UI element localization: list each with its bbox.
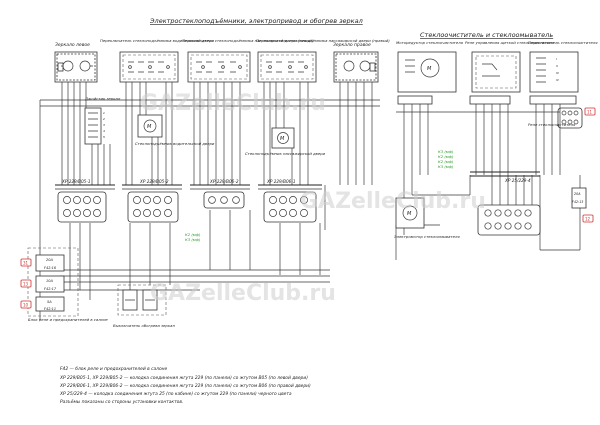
connector-c2 xyxy=(127,191,179,223)
wiper-relay-small: Реле стеклоочистителя xyxy=(528,122,576,127)
right-terminal-strips xyxy=(397,95,583,129)
watermark-2: GAZelleClub.ru xyxy=(300,189,486,214)
wiper-relay: Реле управления щеткой стеклоочистителя xyxy=(465,40,554,93)
svg-text:2: 2 xyxy=(103,117,105,121)
connector-c3 xyxy=(203,191,245,209)
svg-text:10: 10 xyxy=(23,303,29,308)
svg-text:1: 1 xyxy=(103,111,105,115)
relay-block-label: Блок реле и предохранителей в салоне xyxy=(28,317,108,322)
svg-text:3: 3 xyxy=(103,123,105,127)
connector-c5-label: ХР 25/229-4 xyxy=(504,178,531,183)
fuse-11-label: F42:11 xyxy=(44,307,56,311)
watermark-3: GAZelleClub.ru xyxy=(150,281,336,306)
svg-text:M: M xyxy=(147,124,152,130)
green-label-4: К2 (мф) xyxy=(438,154,454,159)
svg-text:31: 31 xyxy=(23,261,29,266)
svg-text:I: I xyxy=(556,57,557,61)
svg-text:11: 11 xyxy=(587,110,593,115)
note-1: F42 — блок реле и предохранителей в сало… xyxy=(60,366,168,372)
motor-driver: M Стеклоподъёмник водительской двери xyxy=(135,114,215,146)
heater-switch: Выключатель обогрева зеркал xyxy=(113,284,175,328)
washer-motor: M Электромотор стеклоомывателя xyxy=(393,197,460,239)
switch-passenger-left: Переключатель стеклоподъёмника пассажирс… xyxy=(182,38,314,83)
mirror-left-label: Зеркало левое xyxy=(55,42,90,48)
fuse-17-rating: 10А xyxy=(46,279,53,283)
note-5: Разъёмы показаны со стороны установки ко… xyxy=(60,399,183,405)
svg-text:M: M xyxy=(407,211,412,217)
svg-text:II: II xyxy=(556,64,558,68)
green-label-1: К2 (мф) xyxy=(185,232,201,237)
wiper-motor-label: Моторедуктор стеклоочистителя xyxy=(396,40,464,45)
wiper-relay-small-label: Реле стеклоочистителя xyxy=(528,122,576,127)
relay-block: 20А F42:16 10А F42:17 5А F42:11 Блок рел… xyxy=(27,247,108,322)
marker-11: 11 xyxy=(584,107,596,116)
switch-passenger-right: Переключатель стеклоподъёмника пассажирс… xyxy=(256,38,390,83)
switch-passenger-right-label: Переключатель стеклоподъёмника пассажирс… xyxy=(256,38,390,43)
switch-passenger-left-label: Переключатель стеклоподъёмника пассажирс… xyxy=(182,38,314,43)
fuse-13-label: F42:13 xyxy=(572,200,583,204)
marker-13: 13 xyxy=(20,279,32,288)
svg-text:12: 12 xyxy=(585,217,591,222)
washer-motor-label: Электромотор стеклоомывателя xyxy=(393,234,460,239)
fuse-13-rating: 20А xyxy=(574,192,581,196)
green-label-3: К3 (мф) xyxy=(438,149,454,154)
note-4: ХР 25/229-4 — колодка соединения жгута 2… xyxy=(59,391,292,397)
marker-31: 31 xyxy=(20,258,32,267)
connector-c3-label: ХР 229/В06-2 xyxy=(209,179,239,184)
svg-text:M: M xyxy=(280,136,285,142)
mirror-joystick: Джойстик зеркал 1 2 3 4 5 xyxy=(84,96,121,145)
note-3: ХР 229/В06-1, ХР 229/В06-2 — колодка сое… xyxy=(59,383,311,389)
fuse-17-label: F42:17 xyxy=(44,287,57,291)
green-label-6: К3 (мф) xyxy=(438,164,454,169)
fuse-16-rating: 20А xyxy=(46,258,53,262)
wiper-motor: Моторедуктор стеклоочистителя M xyxy=(396,40,464,93)
mirror-left: Зеркало левое xyxy=(54,42,98,83)
mirror-joystick-label: Джойстик зеркал xyxy=(84,96,121,101)
connector-c4 xyxy=(263,191,317,223)
title-right: Стеклоочиститель и стеклоомыватель xyxy=(420,31,553,39)
watermark-1: GAZelleClub.ru xyxy=(140,91,326,116)
motor-passenger-label: Стеклоподъёмник пассажирской двери xyxy=(245,151,326,156)
connector-c2-label: ХР 229/В05-2 xyxy=(139,179,169,184)
motor-driver-label: Стеклоподъёмник водительской двери xyxy=(135,141,215,146)
green-label-5: К2 (мф) xyxy=(438,159,454,164)
green-label-2: К3 (мф) xyxy=(185,237,201,242)
wiper-switch: Переключатель стеклоочистителя I II III … xyxy=(528,40,598,93)
svg-text:III: III xyxy=(556,71,559,75)
mirror-right: Зеркало правое xyxy=(333,42,379,83)
svg-text:5: 5 xyxy=(103,135,105,139)
heater-switch-label: Выключатель обогрева зеркал xyxy=(113,323,175,328)
note-2: ХР 229/В05-1, ХР 229/В05-2 — колодка сое… xyxy=(59,375,308,381)
fuse-16-label: F42:16 xyxy=(44,266,57,270)
fuse-13: 20А F42:13 xyxy=(571,187,587,209)
wiper-relay-label: Реле управления щеткой стеклоочистителя xyxy=(465,40,554,45)
switch-driver-label: Переключатель стеклоподъёмника водительс… xyxy=(100,38,214,43)
switch-driver: Переключатель стеклоподъёмника водительс… xyxy=(100,38,214,83)
marker-12: 12 xyxy=(582,214,594,223)
connector-bus xyxy=(55,184,322,190)
notes: F42 — блок реле и предохранителей в сало… xyxy=(59,366,311,405)
svg-text:IV: IV xyxy=(556,78,560,82)
fuse-11-rating: 5А xyxy=(47,300,52,304)
connector-c1 xyxy=(57,191,107,223)
connector-c4-label: ХР 229/В06-1 xyxy=(266,179,296,184)
title-left: Электростеклоподъёмники, электропривод и… xyxy=(149,17,363,25)
connector-c1-label: ХР 229/В05-1 xyxy=(61,179,91,184)
wiper-switch-label: Переключатель стеклоочистителя xyxy=(528,40,598,45)
svg-text:4: 4 xyxy=(103,129,105,133)
mirror-right-label: Зеркало правое xyxy=(333,42,371,48)
connector-c5: ХР 25/229-4 xyxy=(470,171,541,236)
svg-text:13: 13 xyxy=(23,282,29,287)
svg-text:M: M xyxy=(427,66,432,72)
marker-10: 10 xyxy=(20,300,32,309)
motor-passenger: M Стеклоподъёмник пассажирской двери xyxy=(245,127,326,156)
